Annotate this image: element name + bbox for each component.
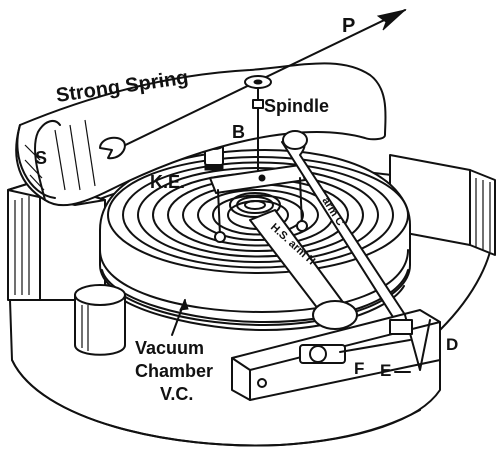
corrugation-ring [212,194,304,236]
label-vacuum-line2: Chamber [135,361,213,381]
label-f: F [354,359,364,378]
label-spindle: Spindle [264,96,329,116]
hs-arm-h [249,209,358,330]
label-bridge-b: B [232,122,245,142]
label-ke: K.E. [150,172,185,192]
spindle [244,75,272,171]
corrugation-ring [197,189,319,241]
label-spring-s: S [35,148,47,168]
label-vacuum-line3: V.C. [160,384,193,404]
strong-spring [15,62,387,207]
lever-box [231,309,441,401]
label-d: D [446,335,458,354]
label-e: E [380,361,391,380]
label-pointer-p: P [342,15,355,37]
arm-c [281,130,416,337]
vacuum-leader-arrow [179,298,189,311]
cylinder-weight [74,284,126,356]
label-vacuum-line1: Vacuum [135,338,204,358]
